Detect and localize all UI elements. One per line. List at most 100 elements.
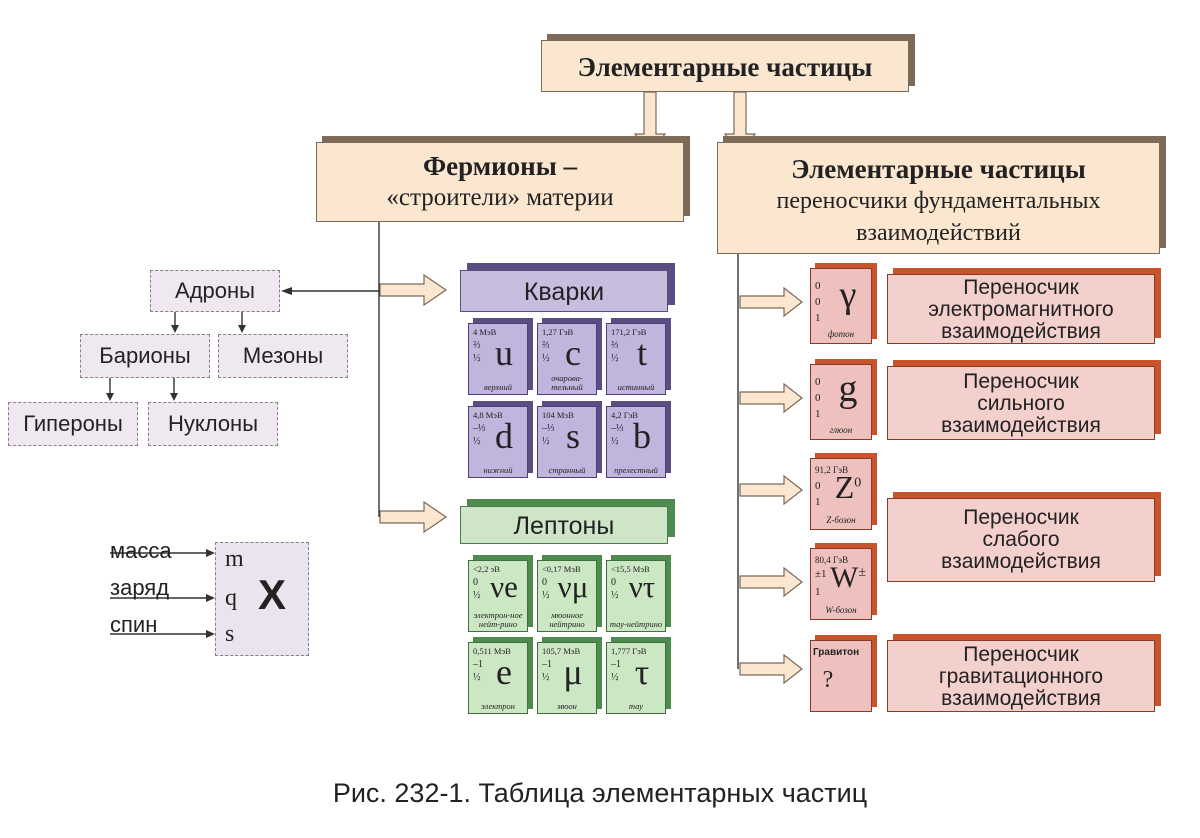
quark-symbol: c — [565, 333, 581, 373]
boson-symbol-letter: W — [829, 561, 859, 594]
quark-charge: –⅓ — [611, 423, 624, 434]
lepton-spin: ½ — [611, 672, 619, 683]
mesons-box: Мезоны — [218, 334, 348, 378]
title-box: Элементарные частицы — [541, 40, 909, 92]
lepton-name: тау-нейтрино — [609, 619, 663, 629]
carrier-weak-line-1: Переносчик — [963, 506, 1079, 529]
lepton-spin: ½ — [473, 590, 481, 601]
quark-tile-t: 171,2 ГэВ ⅔ ½ t истинный — [606, 323, 666, 395]
quark-symbol: u — [495, 333, 513, 373]
baryons-label: Барионы — [99, 343, 191, 368]
lepton-symbol: νμ — [557, 569, 589, 604]
boson-charge: 0 — [815, 480, 821, 492]
carrier-em-line-1: Переносчик — [963, 276, 1079, 299]
leptons-header-label: Лептоны — [513, 512, 615, 540]
quark-charge: –⅓ — [473, 423, 486, 434]
arrow-to-leptons — [379, 500, 448, 534]
boson-symbol: Z0 — [827, 469, 869, 506]
quark-symbol: b — [633, 416, 651, 456]
quark-mass: 1,27 ГэВ — [542, 327, 574, 337]
quark-name: очарова-тельный — [551, 373, 583, 392]
legend-x: X — [258, 571, 287, 618]
lepton-tile-muon: 105,7 МэВ –1 ½ μ мюон — [537, 642, 597, 714]
lepton-tile-tau: 1,777 ГэВ –1 ½ τ тау — [606, 642, 666, 714]
title-text: Элементарные частицы — [577, 52, 873, 82]
lepton-mass: 1,777 ГэВ — [611, 646, 647, 656]
boson-spin: 1 — [815, 312, 821, 324]
lepton-symbol: μ — [563, 652, 583, 692]
legend-spin-label: спин — [110, 612, 158, 637]
lepton-charge: 0 — [611, 577, 616, 588]
boson-symbol: g — [838, 368, 858, 410]
quark-name: нижний — [483, 465, 513, 475]
lepton-charge: 0 — [473, 577, 478, 588]
quark-spin: ½ — [473, 353, 481, 364]
fermions-subtitle: «строители» материи — [386, 184, 614, 211]
legend-s: s — [225, 621, 235, 647]
quark-charge: ⅔ — [542, 340, 550, 351]
hadrons-label: Адроны — [175, 278, 255, 303]
quark-spin: ½ — [611, 353, 619, 364]
lepton-name: электрон-ное нейт-рино — [473, 610, 523, 629]
quark-mass: 104 МэВ — [542, 410, 574, 420]
legend-charge-label: заряд — [110, 575, 170, 600]
boson-tile-gluon: 0 0 1 g глюон — [810, 364, 872, 440]
legend-mass-label: масса — [110, 538, 172, 563]
boson-name: W-бозон — [825, 605, 857, 615]
nucleons-label: Нуклоны — [167, 411, 259, 436]
carrier-weak-box: Переносчик слабого взаимодействия — [887, 498, 1155, 582]
quark-mass: 171,2 ГэВ — [611, 327, 647, 337]
boson-symbol-letter: Z — [834, 469, 855, 505]
lepton-spin: ½ — [542, 672, 550, 683]
lepton-mass: 0,511 МэВ — [473, 646, 511, 656]
boson-mass: 0 — [815, 280, 821, 292]
baryons-box: Барионы — [80, 334, 210, 378]
lepton-symbol: ντ — [628, 569, 656, 604]
mesons-label: Мезоны — [242, 343, 324, 368]
quark-spin: ½ — [473, 436, 481, 447]
lepton-tile-nu-e: <2,2 эВ 0 ½ νe электрон-ное нейт-рино — [468, 560, 528, 632]
hyperons-label: Гипероны — [23, 411, 123, 436]
carrier-grav-line-3: взаимодействия — [941, 687, 1101, 710]
boson-mass: 0 — [815, 376, 821, 388]
boson-mass: 91,2 ГэВ — [815, 465, 849, 475]
boson-symbol-sup: 0 — [854, 475, 862, 491]
lepton-name: тау — [628, 701, 644, 711]
lepton-symbol: e — [496, 652, 512, 692]
boson-spin: 1 — [815, 496, 821, 508]
boson-mass: 80,4 ГэВ — [815, 555, 849, 565]
boson-tile-w: 80,4 ГэВ ±1 1 W± W-бозон — [810, 548, 872, 620]
arrow-to-photon — [739, 286, 803, 318]
lepton-charge: –1 — [611, 659, 621, 670]
boson-name: Z-бозон — [826, 515, 856, 525]
quark-mass: 4,2 ГэВ — [611, 410, 638, 420]
arrow-to-z — [739, 474, 803, 506]
fermions-title: Фермионы – — [422, 151, 578, 181]
boson-spin: 1 — [815, 408, 821, 420]
quark-symbol: t — [636, 333, 647, 373]
lepton-charge: –1 — [542, 659, 552, 670]
lepton-name: мюон — [557, 701, 577, 711]
boson-charge: ±1 — [815, 568, 827, 580]
lepton-mass: <2,2 эВ — [473, 564, 500, 574]
quark-charge: ⅔ — [473, 340, 481, 351]
boson-name: глюон — [829, 425, 853, 435]
figure-caption: Рис. 232-1. Таблица элементарных частиц — [332, 778, 868, 808]
lepton-mass: <0,17 МэВ — [542, 564, 581, 574]
lepton-symbol: νe — [490, 569, 518, 604]
quark-symbol: s — [565, 416, 580, 456]
graviton-label: Гравитон — [813, 647, 860, 658]
lepton-symbol: τ — [634, 652, 650, 692]
boson-charge: 0 — [815, 296, 821, 308]
boson-symbol: γ — [839, 274, 857, 316]
quark-tile-u: 4 МэВ ⅔ ½ u верхний — [468, 323, 528, 395]
quark-tile-d: 4,8 МэВ –⅓ ½ d нижний — [468, 406, 528, 478]
lepton-spin: ½ — [542, 590, 550, 601]
quark-symbol: d — [495, 416, 513, 456]
quark-mass: 4 МэВ — [473, 327, 497, 337]
carrier-strong-line-2: сильного — [977, 392, 1065, 415]
quark-mass: 4,8 МэВ — [473, 410, 503, 420]
carrier-grav-box: Переносчик гравитационного взаимодействи… — [887, 640, 1155, 712]
hyperons-box: Гипероны — [8, 402, 138, 446]
